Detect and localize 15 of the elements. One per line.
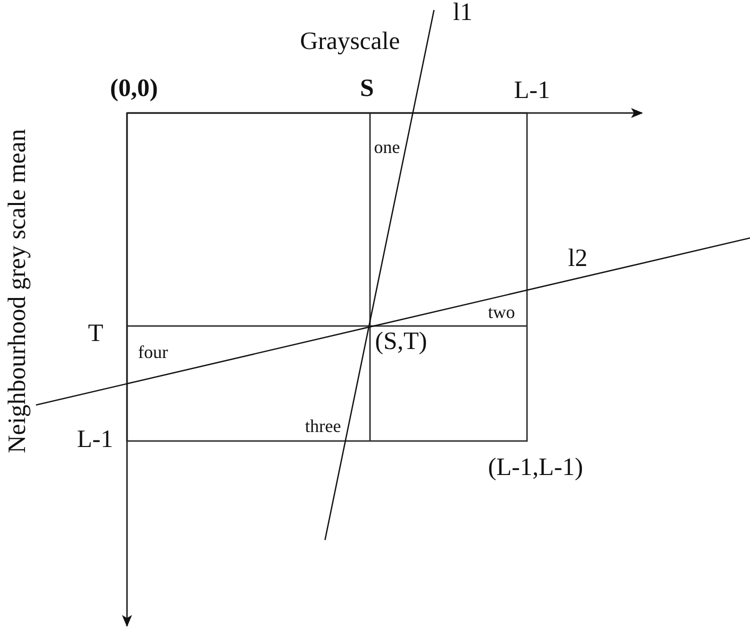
- tick-label: T: [88, 321, 104, 346]
- point-label: (L-1,L-1): [488, 455, 584, 480]
- tick-label: L-1: [77, 427, 114, 452]
- origin-label: (0,0): [110, 76, 158, 101]
- line-label: l1: [453, 0, 472, 25]
- axis-title: Neighbourhood grey scale mean: [5, 129, 30, 454]
- tick-label: L-1: [514, 78, 550, 103]
- tick-label: S: [360, 76, 374, 101]
- line-label: l2: [568, 246, 588, 271]
- region-label: one: [374, 138, 400, 156]
- point-label: (S,T): [375, 329, 428, 354]
- region-label: three: [305, 417, 341, 435]
- region-label: two: [488, 303, 515, 321]
- region-label: four: [138, 343, 168, 361]
- axis-title: Grayscale: [300, 29, 400, 54]
